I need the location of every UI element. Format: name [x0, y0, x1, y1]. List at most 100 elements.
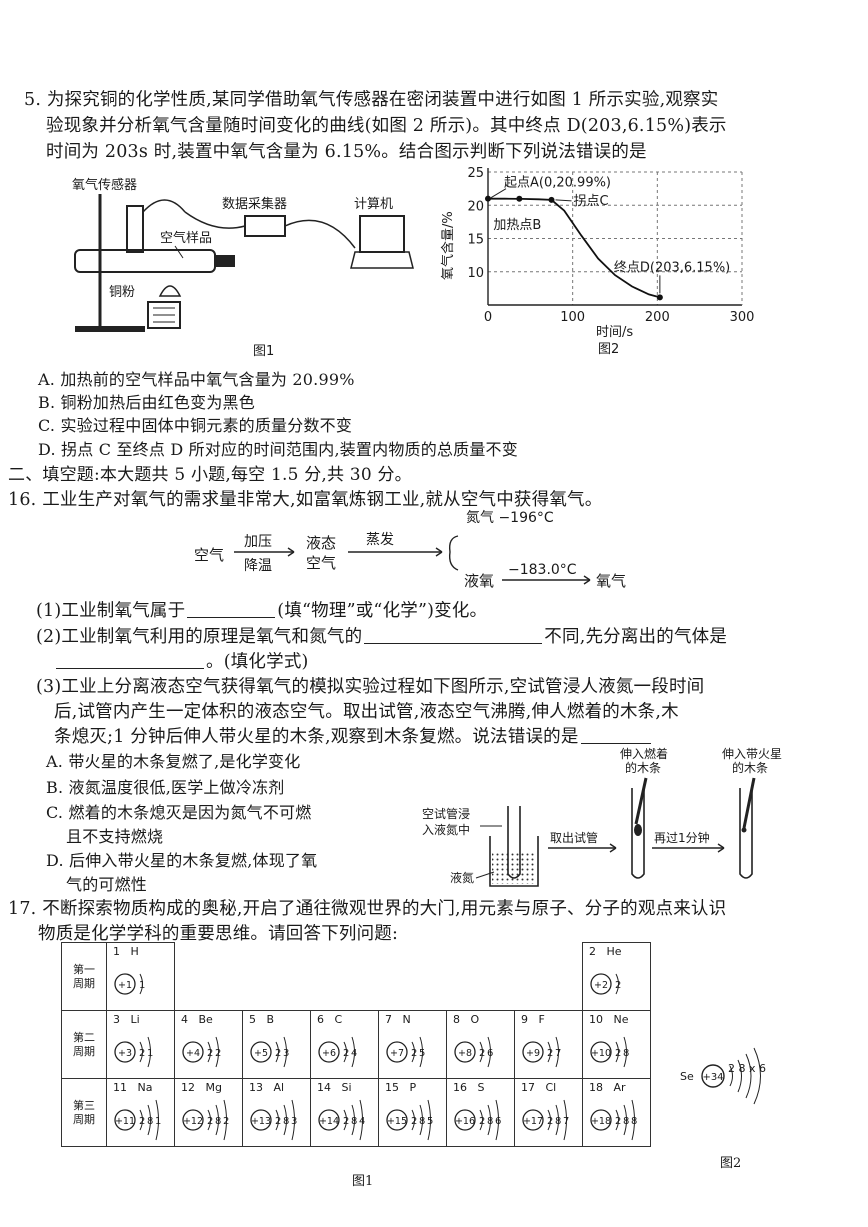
element-header: 12 Mg — [181, 1081, 222, 1094]
shell-electron-count: 2 — [479, 1116, 485, 1127]
nucleus-circle — [318, 1109, 340, 1131]
q15-option-d: D. 拐点 C 至终点 D 所对应的时间范围内,装置内物质的总质量不变 — [38, 440, 518, 459]
element-header: 10 Ne — [589, 1013, 629, 1026]
shell-electron-count: 2 — [615, 1048, 621, 1059]
shell-electron-count: 8 — [419, 1116, 425, 1127]
shell-electron-count: 6 — [487, 1048, 493, 1059]
se-electron-shells: 2 8 x 6 — [728, 1062, 766, 1075]
answer-blank-2[interactable] — [364, 642, 543, 644]
se-symbol: Se — [680, 1070, 694, 1083]
electron-shell-arc — [427, 1099, 431, 1141]
electron-shell-arc — [547, 1109, 551, 1131]
shell-electron-count: 8 — [623, 1116, 629, 1127]
electron-shell-arc — [615, 1041, 619, 1063]
electron-shell-arc — [351, 1104, 355, 1136]
electron-shell-arc — [283, 1104, 287, 1136]
electron-shell-arc — [155, 1099, 159, 1141]
section-2-heading: 二、填空题:本大题共 5 小题,每空 1.5 分,共 30 分。 — [8, 465, 412, 485]
fig2-caption: 图2 — [598, 342, 619, 357]
electron-shell-arc — [215, 1104, 219, 1136]
answer-blank-3[interactable] — [56, 667, 204, 669]
shell-electron-count: 1 — [147, 1048, 153, 1059]
shell-electron-count: 2 — [207, 1048, 213, 1059]
fig1-caption: 图1 — [253, 344, 274, 358]
selenium-atom-structure: Se +34 2 8 x 6 — [680, 1047, 766, 1105]
electron-shell-arc — [623, 1036, 627, 1068]
x-tick-label: 100 — [560, 310, 585, 325]
nucleus-charge: +18 — [591, 1116, 611, 1127]
air-sample-label: 空气样品 — [160, 230, 212, 246]
electron-shell-arc — [411, 1041, 415, 1063]
answer-blank-4[interactable] — [580, 742, 651, 744]
burner — [147, 301, 181, 329]
q15-stem-line1: 5. 为探究铜的化学性质,某同学借助氧气传感器在密闭装置中进行如图 1 所示实验… — [24, 90, 719, 110]
shell-electron-count: 5 — [427, 1116, 433, 1127]
answer-blank-1[interactable] — [187, 616, 276, 618]
sensor-label: 氧气传感器 — [72, 177, 137, 193]
electron-shell-arc — [563, 1099, 567, 1141]
q16-option-c-line1: C. 燃着的木条熄灭是因为氮气不可燃 — [46, 803, 312, 822]
shell-electron-count: 8 — [351, 1116, 357, 1127]
q16-part3-line3: 条熄灭;1 分钟后伸人带火星的木条,观察到木条复燃。说法错误的是 — [54, 723, 653, 748]
shell-electron-count: 2 — [343, 1116, 349, 1127]
liquid-nitrogen-experiment-figure: 伸入燃着 的木条 伸入带火星 的木条 空试管浸 入液氮中 液氮 取出试管 再过1… — [422, 746, 782, 887]
chart-grid — [487, 168, 743, 306]
q16-option-a: A. 带火星的木条复燃了,是化学变化 — [46, 752, 301, 771]
element-header: 1 H — [113, 945, 139, 958]
y-tick-label: 15 — [467, 233, 484, 248]
q16-part2: (2)工业制氧气利用的原理是氧气和氮气的不同,先分离出的气体是 — [36, 627, 728, 647]
electron-shell-arc — [411, 1109, 415, 1131]
flow-brace — [448, 535, 459, 571]
electron-shell-arc — [479, 1041, 483, 1063]
nucleus-circle — [522, 1041, 544, 1063]
electron-shell-arc — [555, 1036, 559, 1068]
burning-stick-label-2: 的木条 — [625, 760, 661, 775]
shell-electron-count: 8 — [487, 1116, 493, 1127]
nitrogen-label: 氮气 −196°C — [466, 510, 554, 526]
se-figure-caption: 图2 — [720, 1156, 742, 1171]
nucleus-circle — [250, 1041, 272, 1063]
element-header: 7 N — [385, 1013, 411, 1026]
shell-electron-count: 2 — [223, 1116, 229, 1127]
shell-electron-count: 2 — [215, 1048, 221, 1059]
flow-pressurize: 加压 — [244, 534, 272, 550]
shell-electron-count: 2 — [139, 1116, 145, 1127]
nucleus-circle — [522, 1109, 544, 1131]
electron-shell-arc — [615, 1109, 619, 1131]
nucleus-charge: +17 — [523, 1116, 543, 1127]
period-2-label: 第二周期 — [61, 1010, 107, 1079]
se-nucleus-charge: +34 — [702, 1072, 723, 1083]
burning-stick-label-1: 伸入燃着 — [620, 746, 668, 761]
point-b-label: 加热点B — [493, 218, 541, 233]
shell-electron-count: 2 — [343, 1048, 349, 1059]
element-header: 17 Cl — [521, 1081, 557, 1094]
shell-electron-count: 1 — [139, 980, 145, 991]
electron-shell-arc — [147, 1036, 151, 1068]
flow-liquid-air-2: 空气 — [306, 554, 336, 572]
electron-shell-arc — [343, 1109, 347, 1131]
element-header: 5 B — [249, 1013, 275, 1026]
flow-cool: 降温 — [244, 558, 272, 574]
q16-part3-line1: (3)工业上分离液态空气获得氧气的模拟实验过程如下图所示,空试管浸人液氮一段时间 — [36, 677, 705, 697]
q17-stem-line1: 17. 不断探索物质构成的奥秘,开启了通往微观世界的大门,用元素与原子、分子的观… — [8, 899, 727, 919]
nucleus-circle — [386, 1109, 408, 1131]
shell-electron-count: 8 — [623, 1048, 629, 1059]
nucleus-charge: +2 — [594, 980, 608, 991]
electron-shell-arc — [291, 1099, 295, 1141]
data-collector — [244, 215, 286, 237]
shell-electron-count: 8 — [147, 1116, 153, 1127]
x-tick-label: 200 — [645, 310, 670, 325]
